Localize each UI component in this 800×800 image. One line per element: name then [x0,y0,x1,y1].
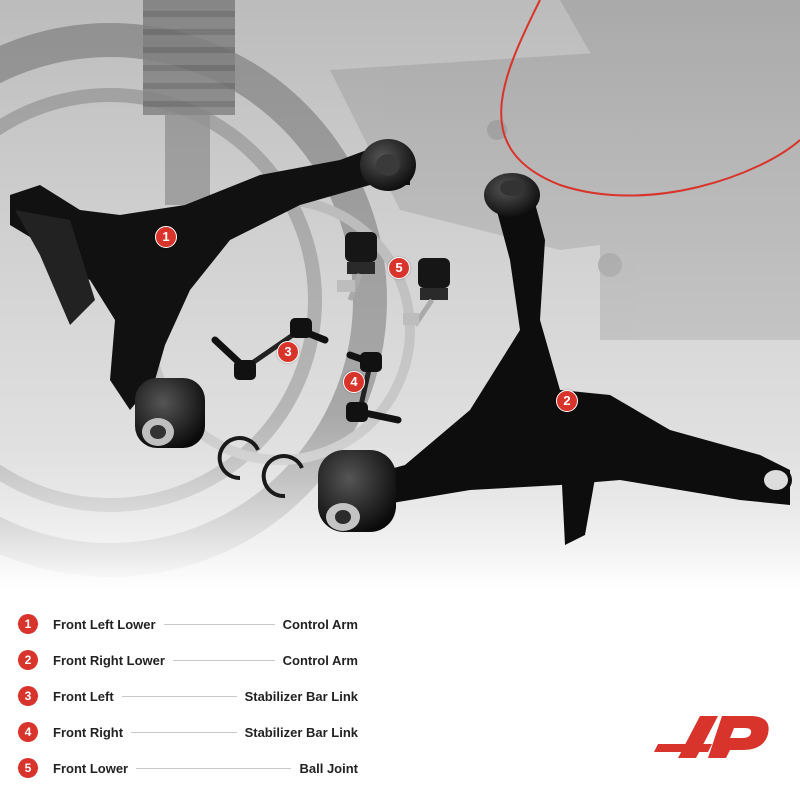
snap-rings [217,436,304,499]
legend-number: 2 [18,650,38,670]
legend-part: Control Arm [282,616,358,632]
legend-row: 2 Front Right Lower Control Arm [18,642,358,678]
stabilizer-links [211,318,402,424]
brand-logo-icon [650,708,775,763]
legend-position: Front Left Lower [53,616,156,632]
legend-part: Control Arm [282,652,358,668]
legend-position: Front Right Lower [53,652,165,668]
legend-number: 4 [18,722,38,742]
callout-5: 5 [388,257,410,279]
legend-number: 3 [18,686,38,706]
legend-row: 5 Front Lower Ball Joint [18,750,358,786]
callout-4: 4 [343,371,365,393]
product-photo [0,0,800,590]
legend-row: 4 Front Right Stabilizer Bar Link [18,714,358,750]
legend-part: Stabilizer Bar Link [244,688,358,704]
control-arm-right [318,173,792,545]
control-arm-left [10,139,416,448]
legend-part: Stabilizer Bar Link [244,724,358,740]
legend-number: 1 [18,614,38,634]
ball-joints [337,232,450,327]
legend-divider [172,659,275,661]
legend-divider [163,623,275,625]
parts-legend: 1 Front Left Lower Control Arm 2 Front R… [18,606,358,786]
legend-part: Ball Joint [299,760,358,776]
legend-divider [131,731,237,733]
legend-position: Front Lower [53,760,129,776]
legend-row: 1 Front Left Lower Control Arm [18,606,358,642]
legend-row: 3 Front Left Stabilizer Bar Link [18,678,358,714]
legend-number: 5 [18,758,38,778]
legend-divider [136,767,292,769]
accent-curve [500,0,800,197]
legend-position: Front Right [53,724,124,740]
callout-2: 2 [556,390,578,412]
legend-position: Front Left [53,688,114,704]
legend-divider [121,695,237,697]
callout-3: 3 [277,341,299,363]
callout-1: 1 [155,226,177,248]
